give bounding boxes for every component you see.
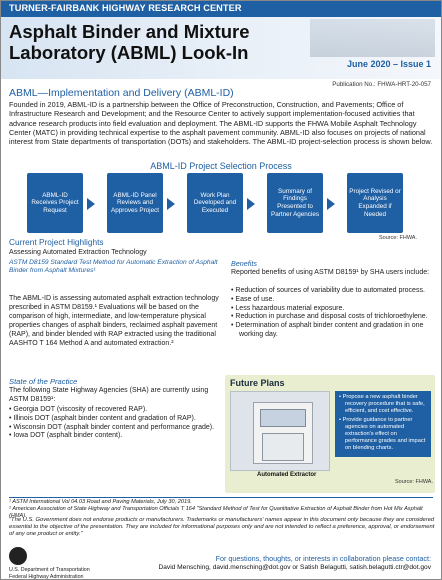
astm-title: ASTM D8159 Standard Test Method for Auto… — [9, 259, 218, 275]
header-band — [1, 1, 441, 17]
flow-source: Source: FHWA. — [379, 235, 417, 241]
benefits-heading: Benefits — [231, 259, 257, 268]
machine-screen — [260, 409, 306, 427]
project-paragraph: The ABML-ID is assessing automated aspha… — [9, 295, 219, 347]
future-plans-title: Future Plans — [230, 378, 285, 388]
future-plans-box: Future Plans Automated Extractor Propose… — [225, 375, 435, 493]
list-item: Determination of asphalt binder content … — [231, 322, 437, 340]
flow-title: ABML-ID Project Selection Process — [150, 161, 292, 171]
footnotes: ¹ ASTM International Vol 04.03 Road and … — [9, 499, 435, 520]
footnote-2: ² American Association of State Highway … — [9, 506, 423, 519]
photo-source: Source: FHWA. — [395, 479, 433, 485]
extractor-machine-icon — [253, 402, 313, 464]
flow-step: ABML-ID Receives Project Request — [27, 173, 83, 233]
photo-caption: Automated Extractor — [257, 472, 317, 478]
list-item: Iowa DOT (asphalt binder content). — [9, 432, 225, 441]
list-item: Ease of use. — [231, 296, 437, 305]
flow-arrow-icon — [327, 198, 335, 210]
document-title: Asphalt Binder and Mixture Laboratory (A… — [9, 21, 250, 63]
logo-text: U.S. Department of Transportation Federa… — [9, 567, 90, 580]
dot-logo-icon — [9, 547, 27, 565]
project-subheading: Assessing Automated Extraction Technolog… — [9, 249, 147, 256]
flow-step: ABML-ID Panel Reviews and Approves Proje… — [107, 173, 163, 233]
flow-step: Summary of Findings Presented to Partner… — [267, 173, 323, 233]
future-plans-list: Propose a new asphalt binder recovery pr… — [335, 391, 431, 457]
list-item: Wisconsin DOT (asphalt binder content an… — [9, 424, 225, 433]
machine-door — [262, 433, 304, 461]
contact-details: David Mensching, david.mensching@dot.gov… — [158, 564, 431, 571]
flow-arrow-icon — [87, 198, 95, 210]
selection-flowchart: ABML-ID Receives Project Request ABML-ID… — [27, 173, 421, 233]
state-practice-list: Georgia DOT (viscosity of recovered RAP)… — [9, 406, 225, 441]
list-item: Propose a new asphalt binder recovery pr… — [339, 394, 427, 415]
flow-arrow-icon — [167, 198, 175, 210]
footnote-1: ¹ ASTM International Vol 04.03 Road and … — [9, 499, 192, 505]
state-practice-intro: The following State Highway Agencies (SH… — [9, 387, 209, 403]
benefits-intro: Reported benefits of using ASTM D8159¹ b… — [231, 269, 430, 276]
list-item: Reduction in purchase and disposal costs… — [231, 313, 437, 322]
issue-label: June 2020 – Issue 1 — [346, 59, 431, 69]
flow-step: Work Plan Developed and Executed — [187, 173, 243, 233]
state-practice-heading: State of the Practice — [9, 377, 78, 386]
intro-paragraph: Founded in 2019, ABML-ID is a partnershi… — [9, 100, 433, 147]
list-item: Less hazardous material exposure. — [231, 305, 437, 314]
disclaimer: "The U.S. Government does not endorse pr… — [9, 517, 435, 538]
list-item: Reduction of sources of variability due … — [231, 287, 437, 296]
footer: U.S. Department of Transportation Federa… — [1, 537, 441, 580]
benefits-list: Reduction of sources of variability due … — [231, 287, 437, 340]
current-projects-heading: Current Project Highlights — [9, 237, 104, 247]
section-title: ABML—Implementation and Delivery (ABML-I… — [9, 87, 234, 99]
header-photo — [310, 19, 435, 57]
footnote-rule — [9, 497, 433, 498]
header: TURNER-FAIRBANK HIGHWAY RESEARCH CENTER … — [1, 1, 441, 79]
flow-step: Project Revised or Analysis Expanded if … — [347, 173, 403, 233]
publication-number: Publication No.: FHWA-HRT-20-057 — [332, 81, 431, 88]
flow-arrow-icon — [247, 198, 255, 210]
extractor-photo — [230, 391, 330, 471]
header-center-name: TURNER-FAIRBANK HIGHWAY RESEARCH CENTER — [9, 3, 242, 13]
list-item: Provide guidance to partner agencies on … — [339, 417, 427, 452]
contact-question: For questions, thoughts, or interests in… — [215, 554, 431, 563]
list-item: Georgia DOT (viscosity of recovered RAP)… — [9, 406, 225, 415]
list-item: Illinois DOT (asphalt binder content and… — [9, 415, 225, 424]
